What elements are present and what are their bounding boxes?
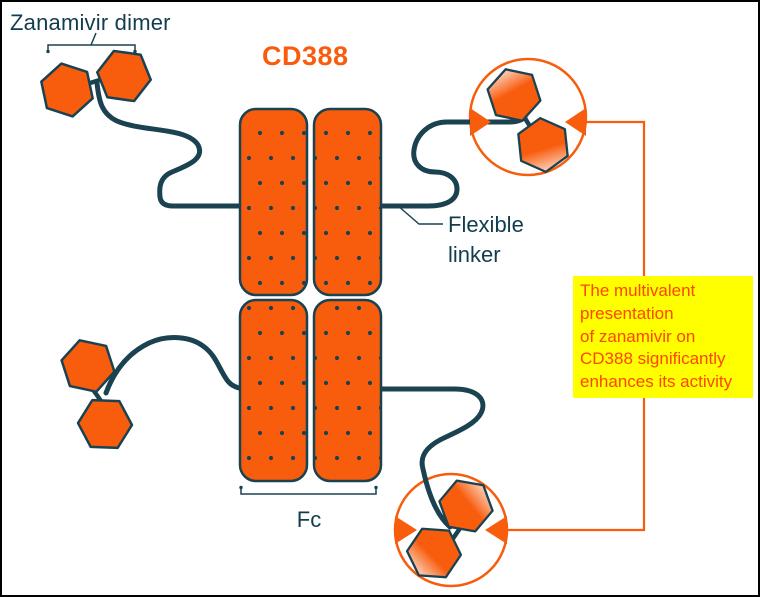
zanamivir-dimer-top-left: [32, 47, 156, 122]
flexible-linker-bottom-left: [103, 335, 251, 396]
note-line: of zanamivir on: [580, 326, 696, 346]
zanamivir-dimer-label: Zanamivir dimer: [10, 10, 171, 35]
note-line: presentation: [580, 303, 674, 323]
fc-bracket: [239, 485, 378, 495]
zoom-callout-top: [470, 65, 586, 179]
zanamivir-hexagon: [75, 398, 135, 450]
zoom-arrow-right-icon: [485, 516, 507, 544]
flexible-linker-bottom-right: [372, 386, 486, 530]
fc-cylinder: [238, 107, 309, 297]
fc-cylinder: [312, 298, 383, 483]
zoom-arrow-right-icon: [565, 108, 586, 136]
flexible-linker-pointer: [396, 204, 443, 225]
zoom-arrow-left-icon: [470, 108, 491, 136]
flexible-linker-top-right: [372, 114, 528, 209]
flexible-linker-label: Flexible linker: [448, 212, 524, 267]
zoom-arrow-left-icon: [395, 516, 417, 544]
multivalent-note: The multivalent presentation of zanamivi…: [573, 276, 753, 398]
fc-cylinder: [238, 298, 309, 483]
zoom-callout-bottom: [395, 477, 507, 580]
zanamivir-dimer-bottom-left: [55, 336, 135, 450]
fc-cylinder: [312, 107, 383, 297]
fc-domain: [238, 107, 383, 483]
note-line: CD388 significantly: [580, 349, 726, 369]
dimer-bracket: [46, 32, 137, 54]
zanamivir-hexagon: [92, 47, 156, 105]
note-line: The multivalent: [580, 281, 696, 300]
note-line: enhances its activity: [580, 372, 733, 392]
flexible-linker-top-left: [94, 80, 251, 209]
zanamivir-hexagon: [32, 58, 102, 122]
cd388-title: CD388: [262, 41, 349, 71]
fc-label: Fc: [296, 507, 322, 532]
